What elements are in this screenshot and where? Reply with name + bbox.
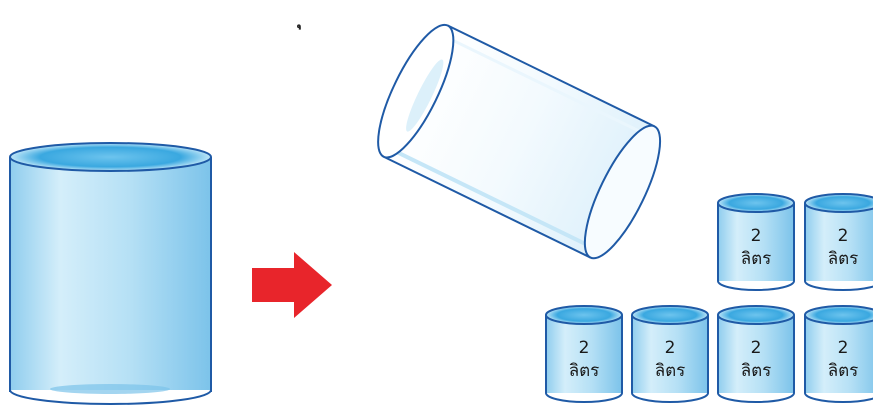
can-top [718, 306, 794, 324]
can-volume-number: 2 [751, 338, 762, 358]
big-water-container [10, 143, 211, 404]
can-volume-unit: ลิตร [828, 361, 859, 381]
can-5: 2 ลิตร [718, 306, 794, 402]
can-volume-unit: ลิตร [741, 361, 772, 381]
right-arrow-icon [252, 252, 332, 318]
can-bottom [718, 393, 794, 402]
can-bottom [632, 393, 708, 402]
can-volume-number: 2 [838, 338, 849, 358]
can-4: 2 ลิตร [632, 306, 708, 402]
can-top [805, 194, 873, 212]
can-top [718, 194, 794, 212]
can-volume-number: 2 [751, 226, 762, 246]
tilted-glass [364, 16, 674, 267]
can-volume-unit: ลิตร [655, 361, 686, 381]
can-1: 2 ลิตร [718, 194, 794, 290]
can-volume-unit: ลิตร [569, 361, 600, 381]
can-bottom [546, 393, 622, 402]
can-top [805, 306, 873, 324]
top-mark: ุ [297, 24, 301, 30]
can-volume-number: 2 [579, 338, 590, 358]
can-top [546, 306, 622, 324]
can-3: 2 ลิตร [546, 306, 622, 402]
can-top [632, 306, 708, 324]
can-volume-number: 2 [838, 226, 849, 246]
can-bottom [805, 393, 873, 402]
can-6: 2 ลิตร [805, 306, 873, 402]
can-bottom [805, 281, 873, 290]
can-volume-number: 2 [665, 338, 676, 358]
can-bottom [718, 281, 794, 290]
can-volume-unit: ลิตร [828, 249, 859, 269]
can-2: 2 ลิตร [805, 194, 873, 290]
can-volume-unit: ลิตร [741, 249, 772, 269]
